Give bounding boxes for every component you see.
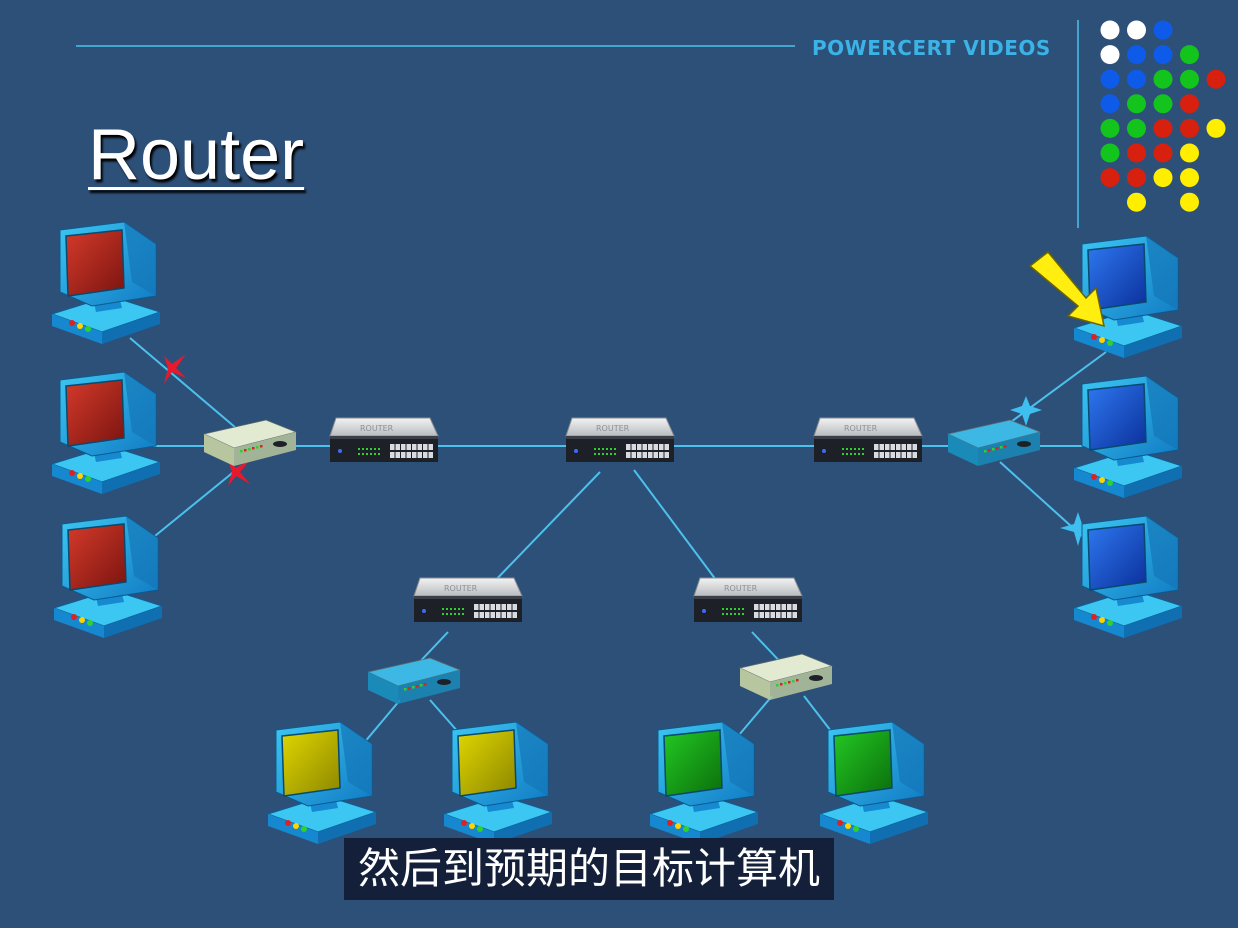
computer: [1072, 515, 1184, 638]
router-device: ROUTER: [413, 577, 523, 622]
router-device: ROUTER: [329, 417, 439, 462]
router-device: ROUTER: [693, 577, 803, 622]
computer: [1072, 235, 1184, 358]
logo-dot: [1127, 118, 1146, 138]
computer: [50, 371, 162, 494]
logo-dot: [1153, 143, 1173, 163]
logo-dot: [1100, 69, 1120, 89]
logo-dot: [1206, 69, 1226, 89]
router-device: ROUTER: [813, 417, 923, 462]
logo-dot: [1153, 118, 1173, 138]
hub-device: [366, 657, 462, 704]
cables: [129, 337, 1107, 751]
computer: [52, 515, 164, 638]
logo-dot: [1153, 94, 1173, 114]
router-label: ROUTER: [596, 424, 630, 433]
logo-dot: [1127, 20, 1146, 40]
brand-text: POWERCERT VIDEOS: [812, 36, 1051, 60]
logo-dot: [1127, 45, 1146, 65]
logo-dot: [1100, 94, 1120, 114]
router-device: ROUTER: [565, 417, 675, 462]
logo-dot: [1180, 45, 1199, 65]
router-label: ROUTER: [844, 424, 878, 433]
computer: [50, 221, 162, 344]
blocked-marker-1: [164, 354, 186, 384]
logo-dot: [1180, 192, 1199, 212]
router-label: ROUTER: [724, 584, 758, 593]
destination-arrow: [1028, 250, 1105, 328]
hub-device: [946, 419, 1042, 466]
logo-dot: [1206, 118, 1226, 138]
routers: ROUTER ROUTER ROUTER ROUTER ROUTER: [329, 417, 923, 622]
hub-device: [738, 653, 834, 700]
router-label: ROUTER: [360, 424, 394, 433]
logo-dot: [1180, 69, 1199, 89]
signal-star-1: [1010, 396, 1042, 426]
logo-dot: [1127, 192, 1146, 212]
computer: [266, 721, 378, 844]
computers: [50, 221, 1184, 844]
logo-dot: [1153, 45, 1173, 65]
logo-dot: [1180, 143, 1199, 163]
logo-dot: [1127, 143, 1146, 163]
logo-dot: [1153, 168, 1173, 188]
computer: [648, 721, 760, 844]
logo-dot: [1100, 20, 1120, 40]
blocked-marker-2: [228, 460, 250, 486]
computer: [1072, 375, 1184, 498]
logo-dot: [1153, 69, 1173, 89]
logo-dot: [1100, 45, 1120, 65]
logo-dot: [1127, 168, 1146, 188]
logo-dot: [1180, 94, 1199, 114]
hubs: [202, 419, 1042, 704]
logo-dot: [1100, 168, 1120, 188]
logo-dot: [1127, 94, 1146, 114]
logo-dot: [1127, 69, 1146, 89]
logo-dot: [1100, 143, 1120, 163]
hub-device: [202, 419, 298, 466]
logo-dot: [1180, 168, 1199, 188]
brand-dot-logo: [1100, 20, 1226, 212]
logo-dot: [1153, 20, 1173, 40]
signal-star-2: [1060, 512, 1094, 546]
router-label: ROUTER: [444, 584, 478, 593]
computer: [818, 721, 930, 844]
logo-dot: [1100, 118, 1120, 138]
logo-dot: [1180, 118, 1199, 138]
page-title: Router: [88, 115, 305, 195]
video-caption: 然后到预期的目标计算机: [344, 838, 835, 900]
computer: [442, 721, 554, 844]
